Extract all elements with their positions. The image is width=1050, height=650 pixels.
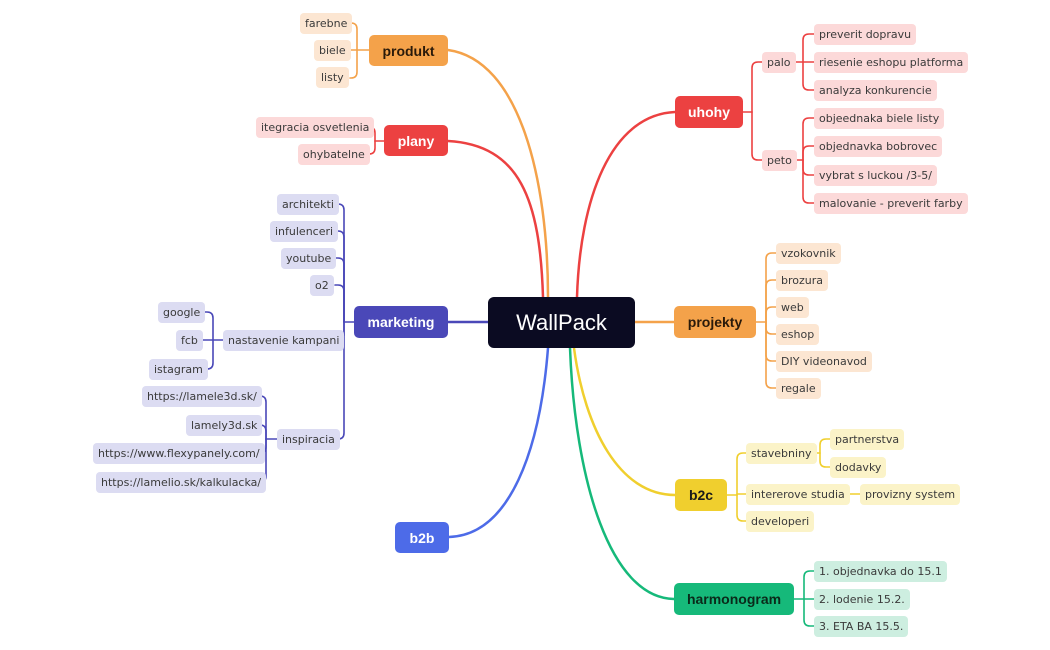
leaf-flexypanely-url[interactable]: https://www.flexypanely.com/	[93, 443, 265, 464]
leaf-lamelio-url[interactable]: https://lamelio.sk/kalkulacka/	[96, 472, 267, 493]
branch-b2b[interactable]: b2b	[395, 522, 449, 553]
leaf-objeednaka-biele-listy[interactable]: objeednaka biele listy	[814, 108, 945, 129]
leaf-intererove-studia[interactable]: intererove studia	[746, 484, 850, 505]
leaf-preverit-dopravu[interactable]: preverit dopravu	[814, 24, 917, 45]
branch-b2c[interactable]: b2c	[675, 479, 727, 511]
leaf-inspiracia[interactable]: inspiracia	[277, 429, 340, 450]
root-node[interactable]: WallPack	[488, 297, 635, 348]
leaf-developeri[interactable]: developeri	[746, 511, 815, 532]
branch-projekty[interactable]: projekty	[674, 306, 756, 338]
leaf-listy[interactable]: listy	[316, 67, 349, 88]
leaf-web[interactable]: web	[776, 297, 809, 318]
leaf-biele[interactable]: biele	[314, 40, 351, 61]
leaf-malovanie[interactable]: malovanie - preverit farby	[814, 193, 968, 214]
leaf-vzokovnik[interactable]: vzokovnik	[776, 243, 841, 264]
leaf-eta-ba[interactable]: 3. ETA BA 15.5.	[814, 616, 909, 637]
leaf-provizny-system[interactable]: provizny system	[860, 484, 961, 505]
leaf-diy-videonavod[interactable]: DIY videonavod	[776, 351, 872, 372]
leaf-lodenie[interactable]: 2. lodenie 15.2.	[814, 589, 910, 610]
leaf-fcb[interactable]: fcb	[176, 330, 203, 351]
leaf-farebne[interactable]: farebne	[300, 13, 353, 34]
branch-harmonogram[interactable]: harmonogram	[674, 583, 794, 615]
leaf-lamele3d-url[interactable]: https://lamele3d.sk/	[142, 386, 262, 407]
leaf-ohybatelne[interactable]: ohybatelne	[298, 144, 370, 165]
leaf-google[interactable]: google	[158, 302, 206, 323]
leaf-riesenie-eshopu[interactable]: riesenie eshopu platforma	[814, 52, 969, 73]
leaf-objednavka-bobrovec[interactable]: objednavka bobrovec	[814, 136, 943, 157]
leaf-eshop[interactable]: eshop	[776, 324, 820, 345]
leaf-itegracia-osvetlenia[interactable]: itegracia osvetlenia	[256, 117, 375, 138]
branch-marketing[interactable]: marketing	[354, 306, 448, 338]
leaf-analyza-konkurencie[interactable]: analyza konkurencie	[814, 80, 937, 101]
leaf-infulenceri[interactable]: infulenceri	[270, 221, 339, 242]
leaf-brozura[interactable]: brozura	[776, 270, 829, 291]
leaf-architekti[interactable]: architekti	[277, 194, 339, 215]
leaf-stavebniny[interactable]: stavebniny	[746, 443, 817, 464]
leaf-objednavka-do[interactable]: 1. objednavka do 15.1	[814, 561, 947, 582]
leaf-peto[interactable]: peto	[762, 150, 797, 171]
leaf-vybrat-s-luckou[interactable]: vybrat s luckou /3-5/	[814, 165, 937, 186]
leaf-nastavenie-kampani[interactable]: nastavenie kampani	[223, 330, 345, 351]
leaf-istagram[interactable]: istagram	[149, 359, 208, 380]
leaf-palo[interactable]: palo	[762, 52, 796, 73]
leaf-regale[interactable]: regale	[776, 378, 821, 399]
branch-uhohy[interactable]: uhohy	[675, 96, 743, 128]
leaf-lamely3d[interactable]: lamely3d.sk	[186, 415, 263, 436]
leaf-partnerstva[interactable]: partnerstva	[830, 429, 905, 450]
leaf-dodavky[interactable]: dodavky	[830, 457, 887, 478]
leaf-o2[interactable]: o2	[310, 275, 334, 296]
leaf-youtube[interactable]: youtube	[281, 248, 337, 269]
branch-produkt[interactable]: produkt	[369, 35, 448, 66]
branch-plany[interactable]: plany	[384, 125, 448, 156]
